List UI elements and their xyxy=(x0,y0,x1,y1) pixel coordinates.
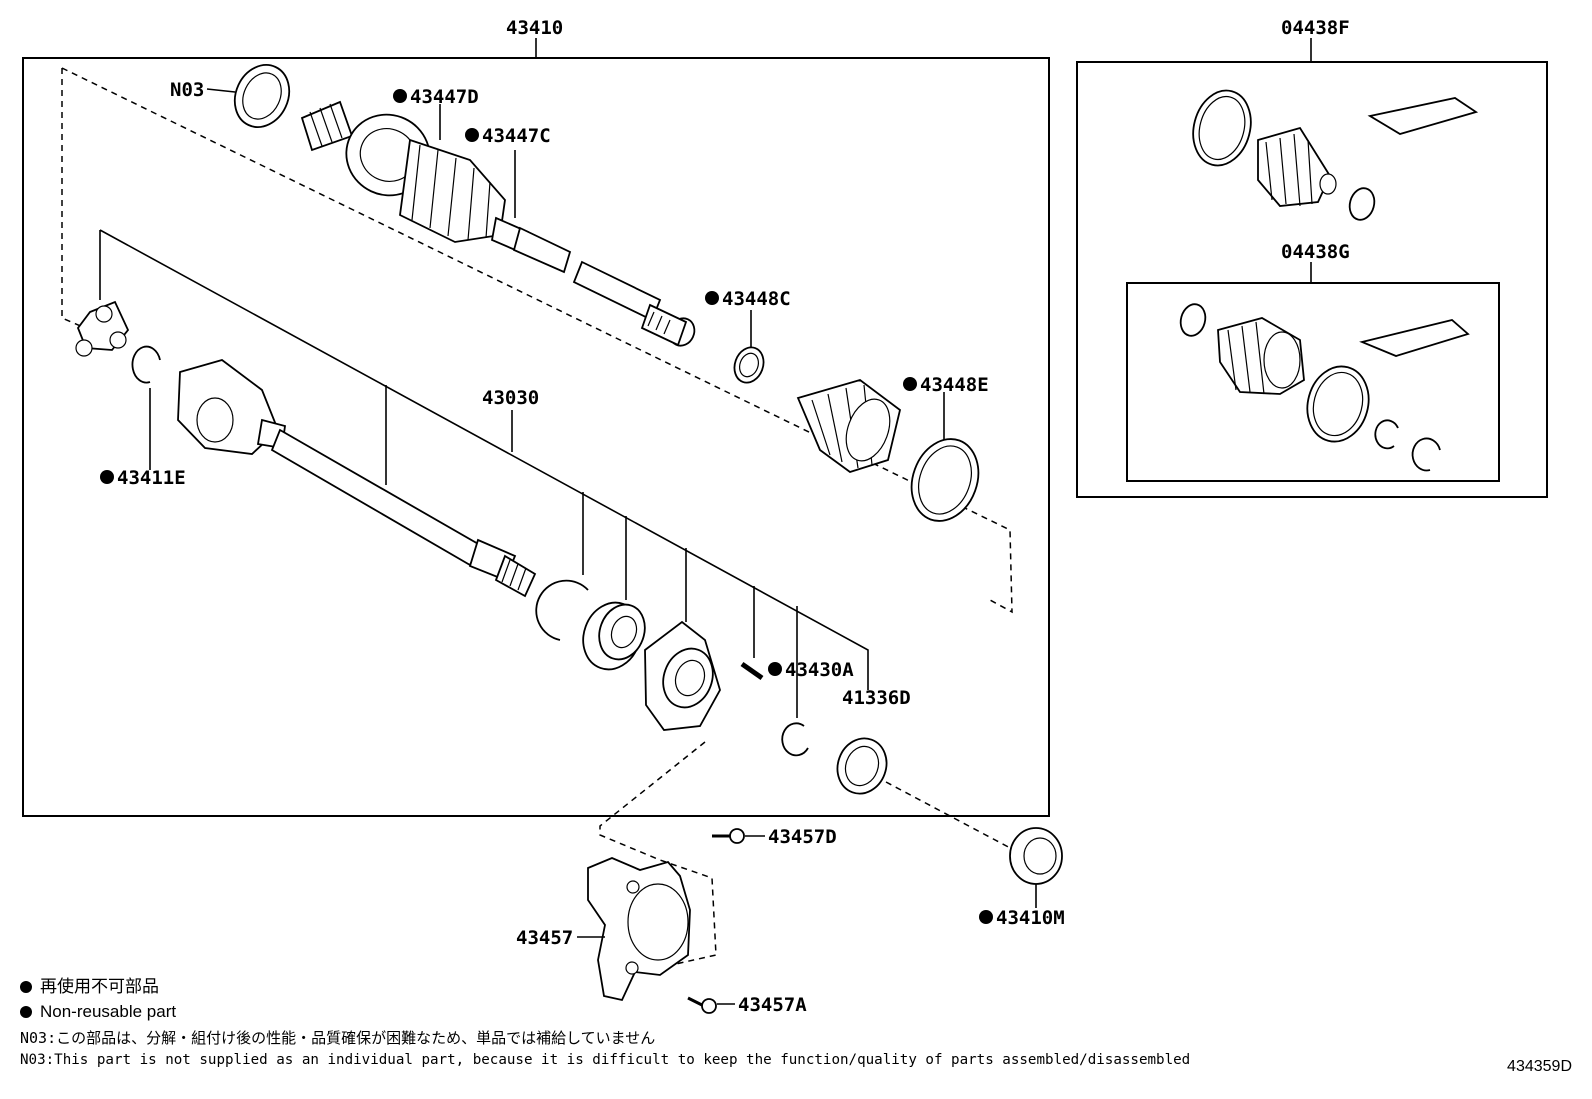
bolt-43457A xyxy=(687,996,717,1014)
callout-43410[interactable]: 43410 xyxy=(506,17,563,39)
callout-43448E[interactable]: 43448E xyxy=(920,374,989,396)
callout-43030[interactable]: 43030 xyxy=(482,387,539,409)
kit-04438G-parts xyxy=(1179,303,1470,472)
boot-43448E xyxy=(796,379,902,473)
callout-43430A[interactable]: 43430A xyxy=(785,659,854,681)
legend-jp: 再使用不可部品 xyxy=(20,976,159,998)
callout-43447D[interactable]: 43447D xyxy=(410,86,479,108)
callout-04438F[interactable]: 04438F xyxy=(1281,17,1350,39)
bearing xyxy=(582,601,646,671)
legend-en-text: Non-reusable part xyxy=(40,1002,177,1021)
callout-43457A[interactable]: 43457A xyxy=(738,994,807,1016)
tripod-joint xyxy=(75,300,130,357)
callout-43457D[interactable]: 43457D xyxy=(768,826,837,848)
inner-joint-shaft xyxy=(177,359,537,598)
subassembly-43030-bracket xyxy=(99,229,869,690)
note-jp: N03:この部品は、分解・組付け後の性能・品質確保が困難なため、単品では補給して… xyxy=(20,1029,656,1047)
snap-ring-shaft xyxy=(535,579,589,641)
bolt-43457D xyxy=(712,828,745,844)
kit-04438F-parts xyxy=(1192,89,1479,221)
callout-43410M[interactable]: 43410M xyxy=(996,907,1065,929)
outer-cv-joint-assembly xyxy=(300,100,696,347)
snap-ring-small xyxy=(781,722,809,757)
kit-frame-04438G xyxy=(1126,282,1500,482)
callout-04438G[interactable]: 04438G xyxy=(1281,241,1350,263)
non-reusable-bullet-icon xyxy=(20,1006,32,1018)
bearing-housing xyxy=(644,620,721,731)
callout-43447C[interactable]: 43447C xyxy=(482,125,551,147)
callout-43457[interactable]: 43457 xyxy=(516,927,573,949)
callout-N03[interactable]: N03 xyxy=(170,79,204,101)
diagram-code: 434359D xyxy=(1507,1058,1572,1075)
bracket-43457 xyxy=(587,857,691,1002)
kit-frame-04438F xyxy=(1076,61,1548,498)
snap-ring-43411E xyxy=(131,345,161,384)
pin-43430A xyxy=(740,661,764,681)
outer-joint-dashed-outline xyxy=(61,67,1013,614)
legend-en: Non-reusable part xyxy=(20,1001,176,1023)
legend-jp-text: 再使用不可部品 xyxy=(40,977,159,996)
note-en: N03:This part is not supplied as an indi… xyxy=(20,1052,1191,1068)
non-reusable-bullet-icon xyxy=(20,981,32,993)
callout-41336D[interactable]: 41336D xyxy=(842,687,911,709)
dust-cover-43410M xyxy=(1009,827,1063,885)
callout-43448C[interactable]: 43448C xyxy=(722,288,791,310)
callout-43411E[interactable]: 43411E xyxy=(117,467,186,489)
